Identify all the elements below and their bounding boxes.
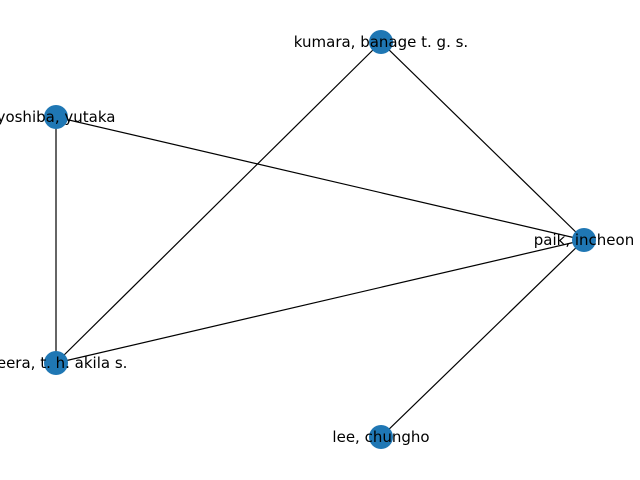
node-label-weera: weera, t. h. akila s. — [0, 354, 127, 372]
edge-yoshiba-paik — [55, 116, 585, 241]
edge-kumara-paik — [380, 41, 585, 241]
node-kumara — [369, 30, 393, 54]
node-label-yoshiba: yoshiba, yutaka — [0, 108, 115, 126]
edge-weera-paik — [55, 239, 585, 364]
node-label-kumara: kumara, banage t. g. s. — [294, 33, 468, 51]
node-label-lee: lee, chungho — [332, 428, 429, 446]
node-paik — [572, 228, 596, 252]
node-weera — [44, 351, 68, 375]
node-label-paik: paik, incheon — [534, 231, 634, 249]
edge-kumara-weera — [55, 41, 382, 364]
nodes-group — [44, 30, 596, 449]
labels-group: kumara, banage t. g. s. yoshiba, yutaka pa… — [0, 33, 634, 446]
edge-lee-paik — [380, 239, 585, 438]
node-yoshiba — [44, 105, 68, 129]
node-lee — [369, 425, 393, 449]
edges-group — [55, 41, 585, 438]
